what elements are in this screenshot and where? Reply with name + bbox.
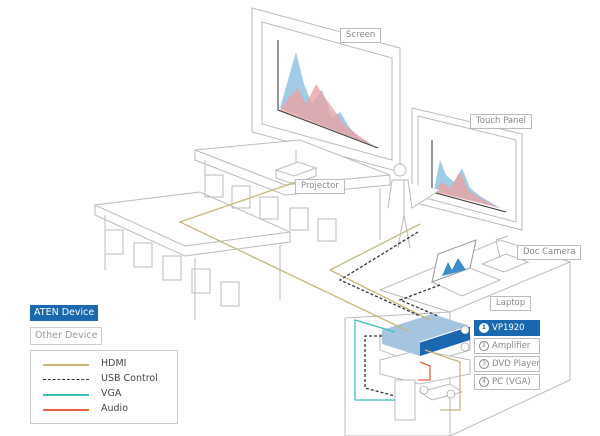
label-laptop: Laptop <box>490 296 532 311</box>
label-touch-panel: Touch Panel <box>470 114 533 129</box>
number-badge: 1 <box>479 323 489 333</box>
touch-panel <box>411 107 523 231</box>
number-badge: 2 <box>479 341 489 351</box>
legend-label: HDMI <box>101 358 127 369</box>
projection-screen <box>251 7 401 173</box>
hdmi-cable-projector <box>178 181 411 333</box>
legend-label: USB Control <box>101 373 158 384</box>
chairs <box>104 174 337 307</box>
device-name: DVD Player <box>492 359 540 369</box>
usb-cable-touch-panel <box>338 231 421 317</box>
device-name: PC (VGA) <box>492 377 531 387</box>
usb-cable-laptop <box>398 284 441 317</box>
label-projector: Projector <box>295 179 345 194</box>
laptop <box>430 239 502 297</box>
legend-swatch <box>43 409 89 411</box>
projector <box>274 150 318 185</box>
vga-cable <box>354 319 396 401</box>
legend-label: VGA <box>101 388 122 399</box>
legend-swatch <box>43 379 89 380</box>
label-screen: Screen <box>340 28 382 43</box>
cable-legend: HDMI USB Control VGA Audio <box>30 350 178 424</box>
audio-cable <box>418 361 431 381</box>
key-aten-device: ATEN Device <box>30 305 99 321</box>
callout-1 <box>460 325 470 335</box>
device-name: VP1920 <box>492 323 525 333</box>
callout-4 <box>419 385 429 395</box>
callout-3 <box>446 389 456 399</box>
label-doc-camera: Doc Camera <box>517 245 582 260</box>
hdmi-cable-touch-panel <box>328 223 431 321</box>
usb-cable-pc <box>364 335 396 397</box>
presenter-figure <box>387 163 441 249</box>
hdmi-cable-dvd <box>424 349 461 411</box>
document-camera <box>480 235 530 273</box>
classroom-tables <box>93 139 391 320</box>
device-name: Amplifier <box>492 341 531 351</box>
legend-label: Audio <box>101 403 129 414</box>
number-badge: 3 <box>479 359 489 369</box>
number-badge: 4 <box>479 377 489 387</box>
legend-swatch <box>43 394 89 396</box>
key-other-device: Other Device <box>30 327 103 345</box>
callout-2 <box>460 342 470 352</box>
vp1920-device <box>382 314 471 356</box>
legend-swatch <box>43 364 89 366</box>
